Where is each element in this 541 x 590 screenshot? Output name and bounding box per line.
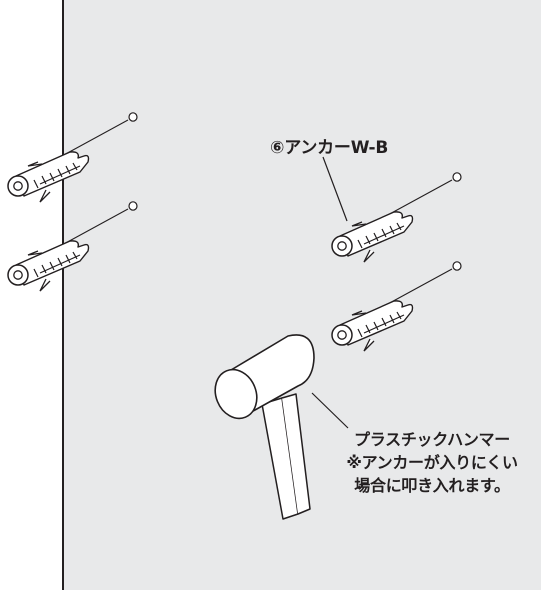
wall-edge-line	[62, 0, 64, 590]
anchor-icon	[331, 261, 462, 352]
hammer-icon	[214, 334, 315, 520]
hammer-note-line-2: 場合に叩き入れます。	[354, 476, 510, 495]
anchor-label: ⑥アンカーW-B	[270, 138, 389, 158]
hammer-note-line-1: ※アンカーが入りにくい	[346, 453, 518, 472]
hammer-name-text: プラスチックハンマー	[354, 430, 510, 449]
hammer-label: プラスチックハンマー ※アンカーが入りにくい 場合に叩き入れます。	[332, 428, 532, 497]
anchor-icon	[7, 201, 138, 292]
anchor-leader-line	[322, 156, 348, 222]
anchor-icon	[331, 172, 462, 263]
hammer-leader-line	[311, 392, 349, 429]
anchor-icon	[7, 112, 138, 203]
